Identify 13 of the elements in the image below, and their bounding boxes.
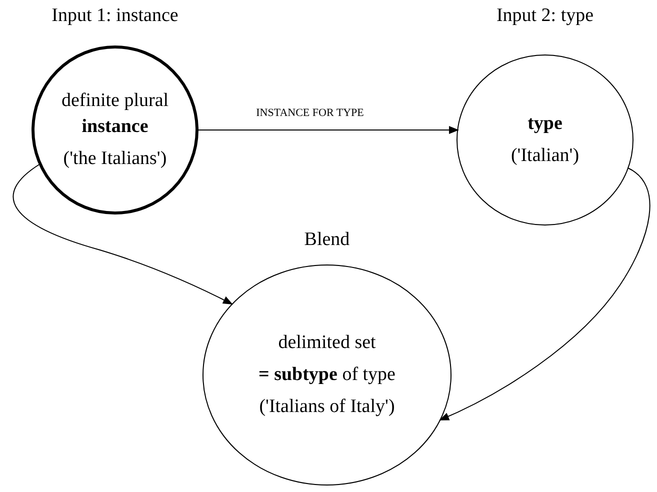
arrow — [12, 164, 233, 304]
node-heading: Input 1: instance — [52, 5, 178, 26]
arrow — [196, 126, 459, 134]
node-heading: Blend — [304, 229, 350, 250]
node-text: delimited set — [278, 331, 376, 355]
arrow — [439, 168, 650, 420]
node-text: type — [528, 112, 562, 136]
node-text: ('Italian') — [510, 144, 580, 168]
node-heading: Input 2: type — [496, 5, 594, 26]
node-text: ('Italians of Italy') — [259, 395, 395, 419]
node-text: definite plural instance — [60, 89, 170, 139]
node-text: = subtype of type — [258, 363, 396, 387]
node-text: ('the Italians') — [63, 147, 167, 171]
